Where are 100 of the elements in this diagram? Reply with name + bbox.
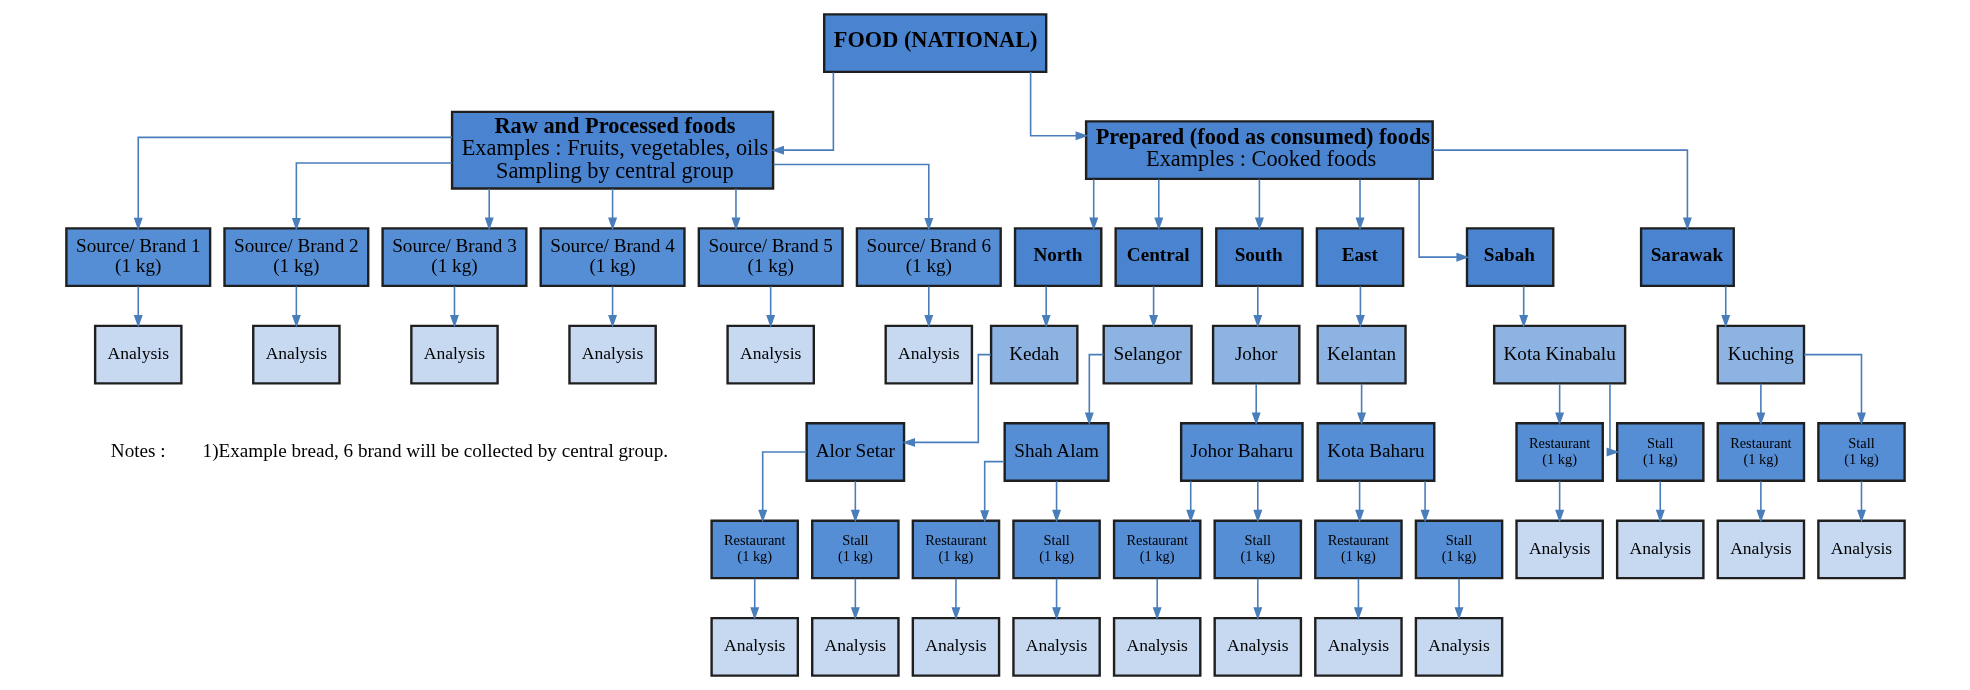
node-box: Analysis (810, 616, 900, 677)
label: Notes : (110, 439, 166, 461)
arrow (291, 162, 452, 231)
node-box: Alor Setar (804, 422, 905, 482)
arrow (1152, 577, 1162, 621)
node-box: Source/ Brand 3 (1 kg) (380, 227, 528, 288)
node-box: Prepared (food as consumed) foods Examples : Cooked foods (1084, 120, 1434, 181)
arrow (1088, 178, 1098, 231)
arrow (1353, 577, 1363, 621)
arrow (730, 188, 740, 231)
arrow (772, 163, 933, 231)
node-box: Analysis (709, 616, 799, 677)
arrow (1431, 149, 1692, 231)
node-box: Source/ Brand 5 (1 kg) (697, 227, 844, 288)
arrow (1153, 178, 1163, 231)
arrow (1051, 480, 1061, 523)
node-box: Kedah (989, 324, 1079, 385)
node-box: Sarawak (1639, 227, 1735, 288)
node-box: Analysis (1414, 616, 1503, 677)
label: 1)Example bread, 6 brand will be collected by central group. (202, 439, 668, 461)
arrow (1802, 353, 1866, 426)
arrow (901, 353, 991, 447)
node-box: Analysis (883, 324, 973, 385)
arrow (484, 188, 494, 231)
node-box: Restaurant (1 kg) (1716, 422, 1805, 482)
node-box: Analysis (1313, 616, 1403, 677)
node-box: Stall (1 kg) (1414, 519, 1503, 580)
node-box: Analysis (1011, 616, 1101, 677)
node-box: Kota Baharu (1316, 422, 1435, 482)
node-box: Shah Alam (1002, 422, 1110, 482)
arrow (1185, 480, 1195, 523)
node-box: Source/ Brand 6 (1 kg) (855, 227, 1002, 288)
arrow (1755, 383, 1765, 426)
arrow (1518, 285, 1528, 328)
node-box: Restaurant (1 kg) (1514, 422, 1604, 482)
node-box: Johor Baharu (1179, 422, 1304, 482)
arrow (1856, 480, 1866, 523)
node-box: Kelantan (1316, 324, 1407, 385)
node-box: Analysis (409, 324, 499, 385)
arrow (1354, 480, 1364, 523)
arrow (1554, 480, 1564, 523)
node-box: Analysis (1213, 616, 1302, 677)
node-box: North (1013, 227, 1102, 288)
node-box: Kuching (1716, 324, 1805, 385)
node-box: Source/ Brand 4 (1 kg) (539, 227, 686, 288)
arrow (1252, 480, 1262, 523)
arrow (923, 285, 933, 328)
node-box: Stall (1 kg) (810, 519, 900, 580)
arrow (607, 188, 617, 231)
node-box: Restaurant (1 kg) (1112, 519, 1201, 580)
node-box: Analysis (1816, 519, 1906, 580)
arrow (133, 136, 453, 231)
node-box: Analysis (911, 616, 1000, 677)
node-box: Central (1113, 227, 1203, 288)
arrow (1355, 178, 1364, 231)
arrow (1417, 178, 1469, 262)
arrow (1254, 178, 1264, 231)
node-box: Analysis (93, 324, 183, 385)
node-box: FOOD (NATIONAL) (822, 13, 1047, 74)
arrow (607, 285, 617, 328)
node-box: Analysis (1112, 616, 1201, 677)
arrow (1252, 577, 1262, 621)
node-box: Stall (1 kg) (1816, 422, 1906, 482)
node-box: South (1214, 227, 1304, 288)
node-box: Source/ Brand 1 (1 kg) (64, 227, 211, 288)
arrow (1554, 383, 1564, 426)
arrow (1051, 577, 1061, 621)
arrow (749, 577, 759, 621)
node-box: Analysis (1716, 519, 1805, 580)
node-box: Analysis (251, 324, 341, 385)
arrow (765, 285, 775, 328)
arrow (850, 577, 860, 621)
node-box: Analysis (725, 324, 815, 385)
arrow (850, 480, 860, 523)
node-box: Analysis (1514, 519, 1604, 580)
node-box: Johor (1211, 324, 1300, 385)
node-box: Restaurant (1 kg) (1313, 519, 1403, 580)
node-box: Analysis (1615, 519, 1705, 580)
arrow (757, 451, 807, 523)
arrow (1148, 285, 1158, 328)
arrow (449, 285, 459, 328)
node-box: Source/ Brand 2 (1 kg) (222, 227, 369, 288)
arrow (1420, 480, 1430, 523)
arrow (1251, 383, 1261, 426)
arrow (770, 71, 834, 155)
node-box: Selangor (1102, 324, 1193, 385)
arrow (1084, 353, 1104, 426)
arrow (950, 577, 960, 621)
arrow (1606, 383, 1619, 457)
node-box: Restaurant (1 kg) (911, 519, 1000, 580)
node-box: Kota Kinabalu (1492, 324, 1626, 385)
node-box: East (1315, 227, 1404, 288)
arrow (1252, 285, 1262, 328)
node-box: Sabah (1465, 227, 1554, 288)
node-box: Stall (1 kg) (1615, 422, 1705, 482)
arrow (1356, 383, 1366, 426)
node-box: Stall (1 kg) (1011, 519, 1101, 580)
node-box: Raw and Processed foods Examples : Fruits, vegetables, oils Sampling by central group (450, 110, 774, 190)
arrow (1655, 480, 1665, 523)
node-box: Restaurant (1 kg) (709, 519, 799, 580)
